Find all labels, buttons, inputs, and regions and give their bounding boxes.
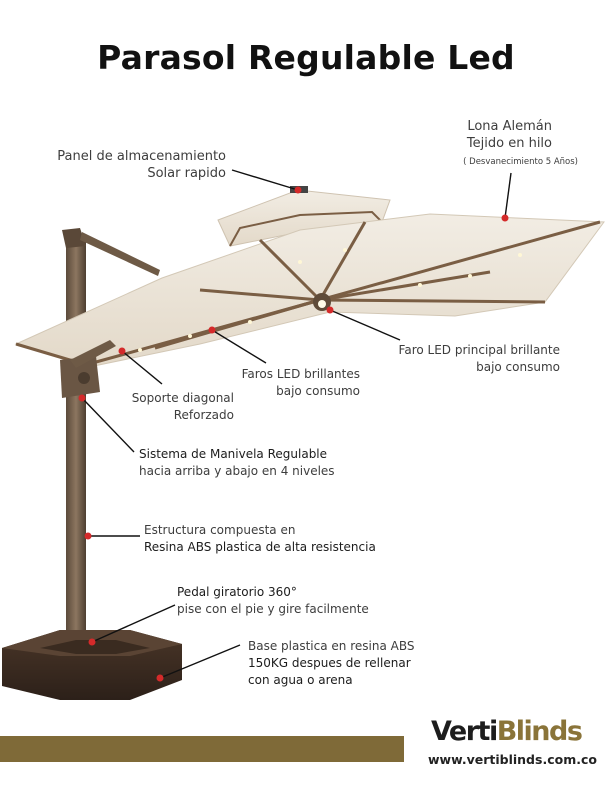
- label-pedal-line2: pise con el pie y gire facilmente: [177, 602, 369, 616]
- label-structure-line2: Resina ABS plastica de alta resistencia: [144, 540, 376, 554]
- footer-band: [0, 736, 404, 762]
- label-canopy-fabric: Lona Alemán Tejido en hilo: [400, 118, 552, 152]
- label-main-led-line1: Faro LED principal brillante: [398, 343, 560, 357]
- leader-lines: [81, 169, 512, 679]
- brand-logo: VertiBlinds: [431, 716, 583, 748]
- page-title: Parasol Regulable Led: [97, 38, 515, 77]
- brand-logo-part1: Verti: [431, 716, 498, 747]
- label-crank-system-line2: hacia arriba y abajo en 4 niveles: [139, 464, 335, 478]
- label-structure-line1: Estructura compuesta en: [144, 523, 296, 537]
- label-solar-panel: Panel de almacenamiento Solar rapido: [30, 148, 226, 182]
- label-base: Base plastica en resina ABS 150KG despue…: [248, 638, 414, 689]
- crank-bracket: [60, 340, 116, 398]
- brand-url: www.vertiblinds.com.co: [428, 752, 597, 767]
- label-diagonal-support: Soporte diagonal Reforzado: [110, 390, 234, 424]
- label-crank-system: Sistema de Manivela Regulable hacia arri…: [139, 446, 335, 480]
- label-led-lights: Faros LED brillantes bajo consumo: [200, 366, 360, 400]
- label-solar-panel-line1: Panel de almacenamiento: [57, 149, 226, 164]
- label-crank-system-line1: Sistema de Manivela Regulable: [139, 447, 328, 461]
- marker-dots: [78, 186, 509, 682]
- label-main-led: Faro LED principal brillante bajo consum…: [380, 342, 560, 376]
- label-canopy-fabric-line2: Tejido en hilo: [466, 136, 552, 151]
- label-main-led-line2: bajo consumo: [476, 360, 560, 374]
- label-pedal: Pedal giratorio 360° pise con el pie y g…: [177, 584, 369, 618]
- label-diagonal-support-line2: Reforzado: [173, 408, 234, 422]
- label-canopy-fabric-line1: Lona Alemán: [467, 119, 552, 134]
- label-base-line3: con agua o arena: [248, 673, 353, 687]
- label-structure: Estructura compuesta en Resina ABS plast…: [144, 522, 376, 556]
- brand-logo-part2: Blinds: [496, 716, 583, 747]
- label-canopy-fabric-note: ( Desvanecimiento 5 Años): [463, 157, 578, 167]
- label-led-lights-line1: Faros LED brillantes: [241, 367, 360, 381]
- label-solar-panel-line2: Solar rapido: [147, 166, 226, 181]
- label-base-line1: Base plastica en resina ABS: [248, 639, 415, 653]
- label-led-lights-line2: bajo consumo: [276, 384, 360, 398]
- label-base-line2: 150KG despues de rellenar: [248, 656, 411, 670]
- label-pedal-line1: Pedal giratorio 360°: [177, 585, 297, 599]
- label-diagonal-support-line1: Soporte diagonal: [131, 391, 234, 405]
